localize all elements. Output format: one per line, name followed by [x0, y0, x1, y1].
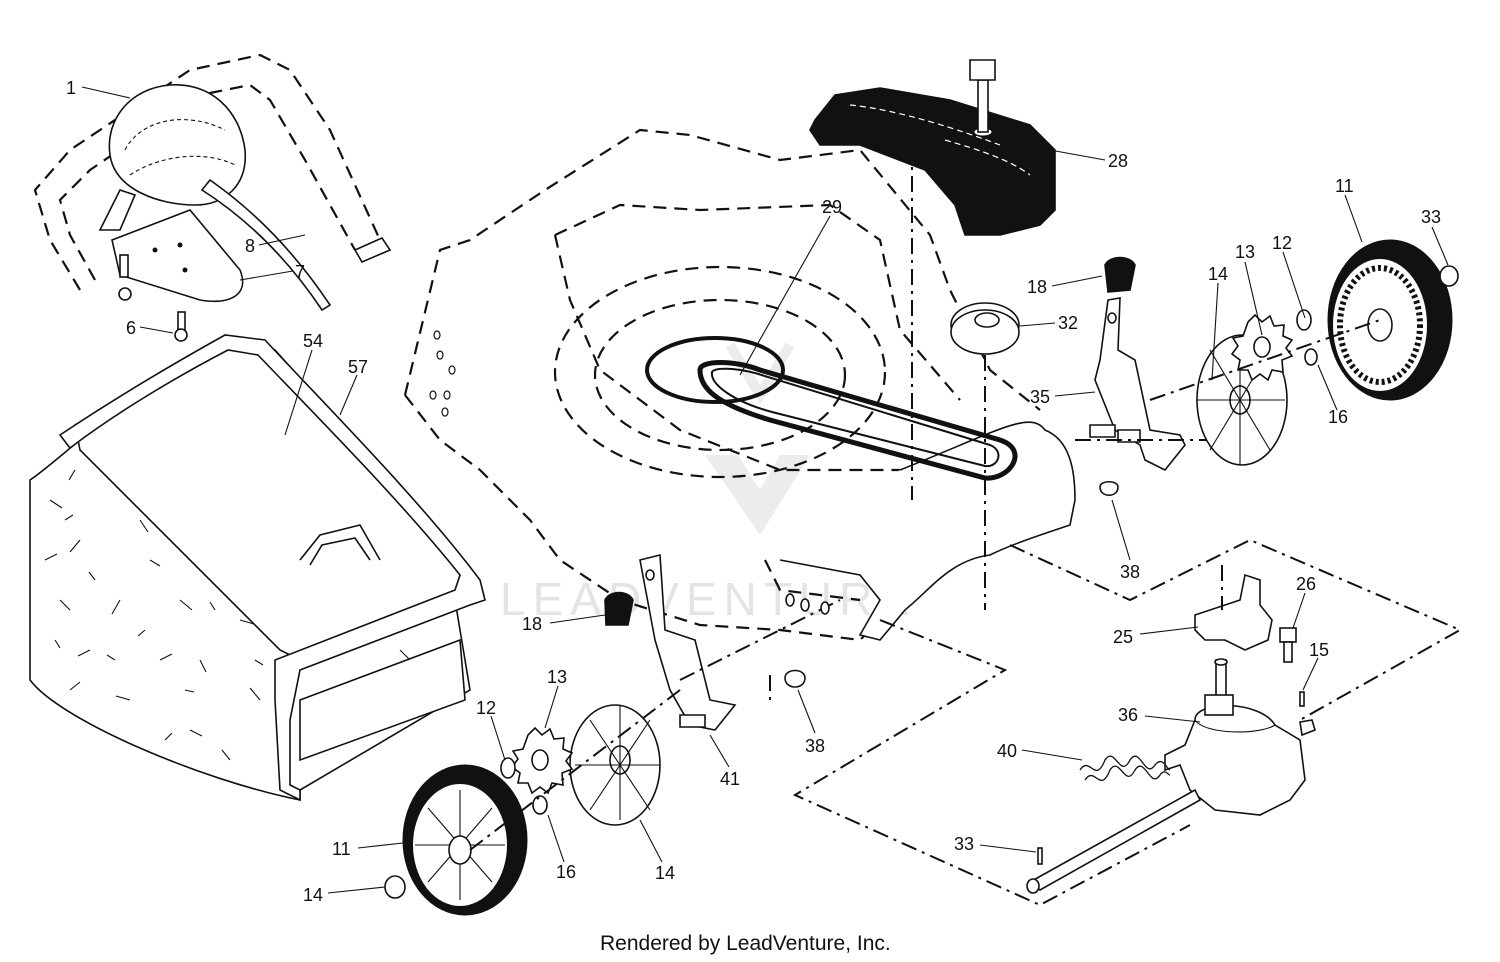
callout-15-left: 33 — [954, 834, 974, 854]
watermark-text: LEADVENTURE — [500, 573, 917, 625]
callout-6: 6 — [126, 318, 136, 338]
callout-35: 35 — [1030, 387, 1050, 407]
callout-12-left: 12 — [476, 698, 496, 718]
right-height-adjuster — [1075, 256, 1210, 497]
left-height-adjuster — [604, 553, 841, 731]
callout-13-right: 13 — [1235, 242, 1255, 262]
leader-lines — [81, 86, 1449, 894]
callout-13-left: 13 — [547, 667, 567, 687]
callout-11-left: 11 — [332, 839, 351, 859]
transmission-assembly — [792, 538, 1463, 907]
callout-16-right: 16 — [1328, 407, 1348, 427]
callout-18-right: 18 — [1027, 277, 1047, 297]
callout-1: 1 — [66, 78, 76, 98]
render-credit: Rendered by LeadVenture, Inc. — [600, 932, 891, 955]
callout-8: 8 — [245, 236, 255, 256]
callout-14-right: 14 — [1208, 264, 1228, 284]
callout-26: 26 — [1296, 574, 1316, 594]
handle-assembly — [33, 53, 392, 342]
watermark: LEADVENTURE — [500, 342, 917, 625]
callout-38-left: 38 — [805, 736, 825, 756]
pulley — [950, 302, 1020, 355]
right-wheel-assembly — [1149, 239, 1459, 466]
callout-11-right: 11 — [1335, 176, 1354, 196]
callout-41: 41 — [720, 769, 740, 789]
left-wheel-assembly — [384, 689, 681, 916]
callout-36: 36 — [1118, 705, 1138, 725]
callout-32: 32 — [1058, 313, 1078, 333]
callout-33-right: 33 — [1421, 207, 1441, 227]
rear-cover — [809, 59, 1056, 610]
callout-7: 7 — [295, 262, 305, 282]
callout-18-left: 18 — [522, 614, 542, 634]
belt — [645, 336, 1018, 481]
callout-15-right: 15 — [1309, 640, 1329, 660]
callout-38-right: 38 — [1120, 562, 1140, 582]
callout-29: 29 — [822, 197, 842, 217]
callout-16-left: 16 — [556, 862, 576, 882]
callout-40: 40 — [997, 741, 1017, 761]
callout-57: 57 — [348, 357, 368, 377]
callout-25: 25 — [1113, 627, 1133, 647]
callout-labels: 1 8 7 6 54 57 29 28 18 32 35 14 13 12 11… — [66, 78, 1441, 905]
callout-12-right: 12 — [1272, 233, 1292, 253]
callout-28: 28 — [1108, 151, 1128, 171]
callout-33-left: 14 — [303, 885, 323, 905]
callout-14-left: 14 — [655, 863, 675, 883]
callout-54: 54 — [303, 331, 323, 351]
grass-bag — [29, 334, 486, 802]
